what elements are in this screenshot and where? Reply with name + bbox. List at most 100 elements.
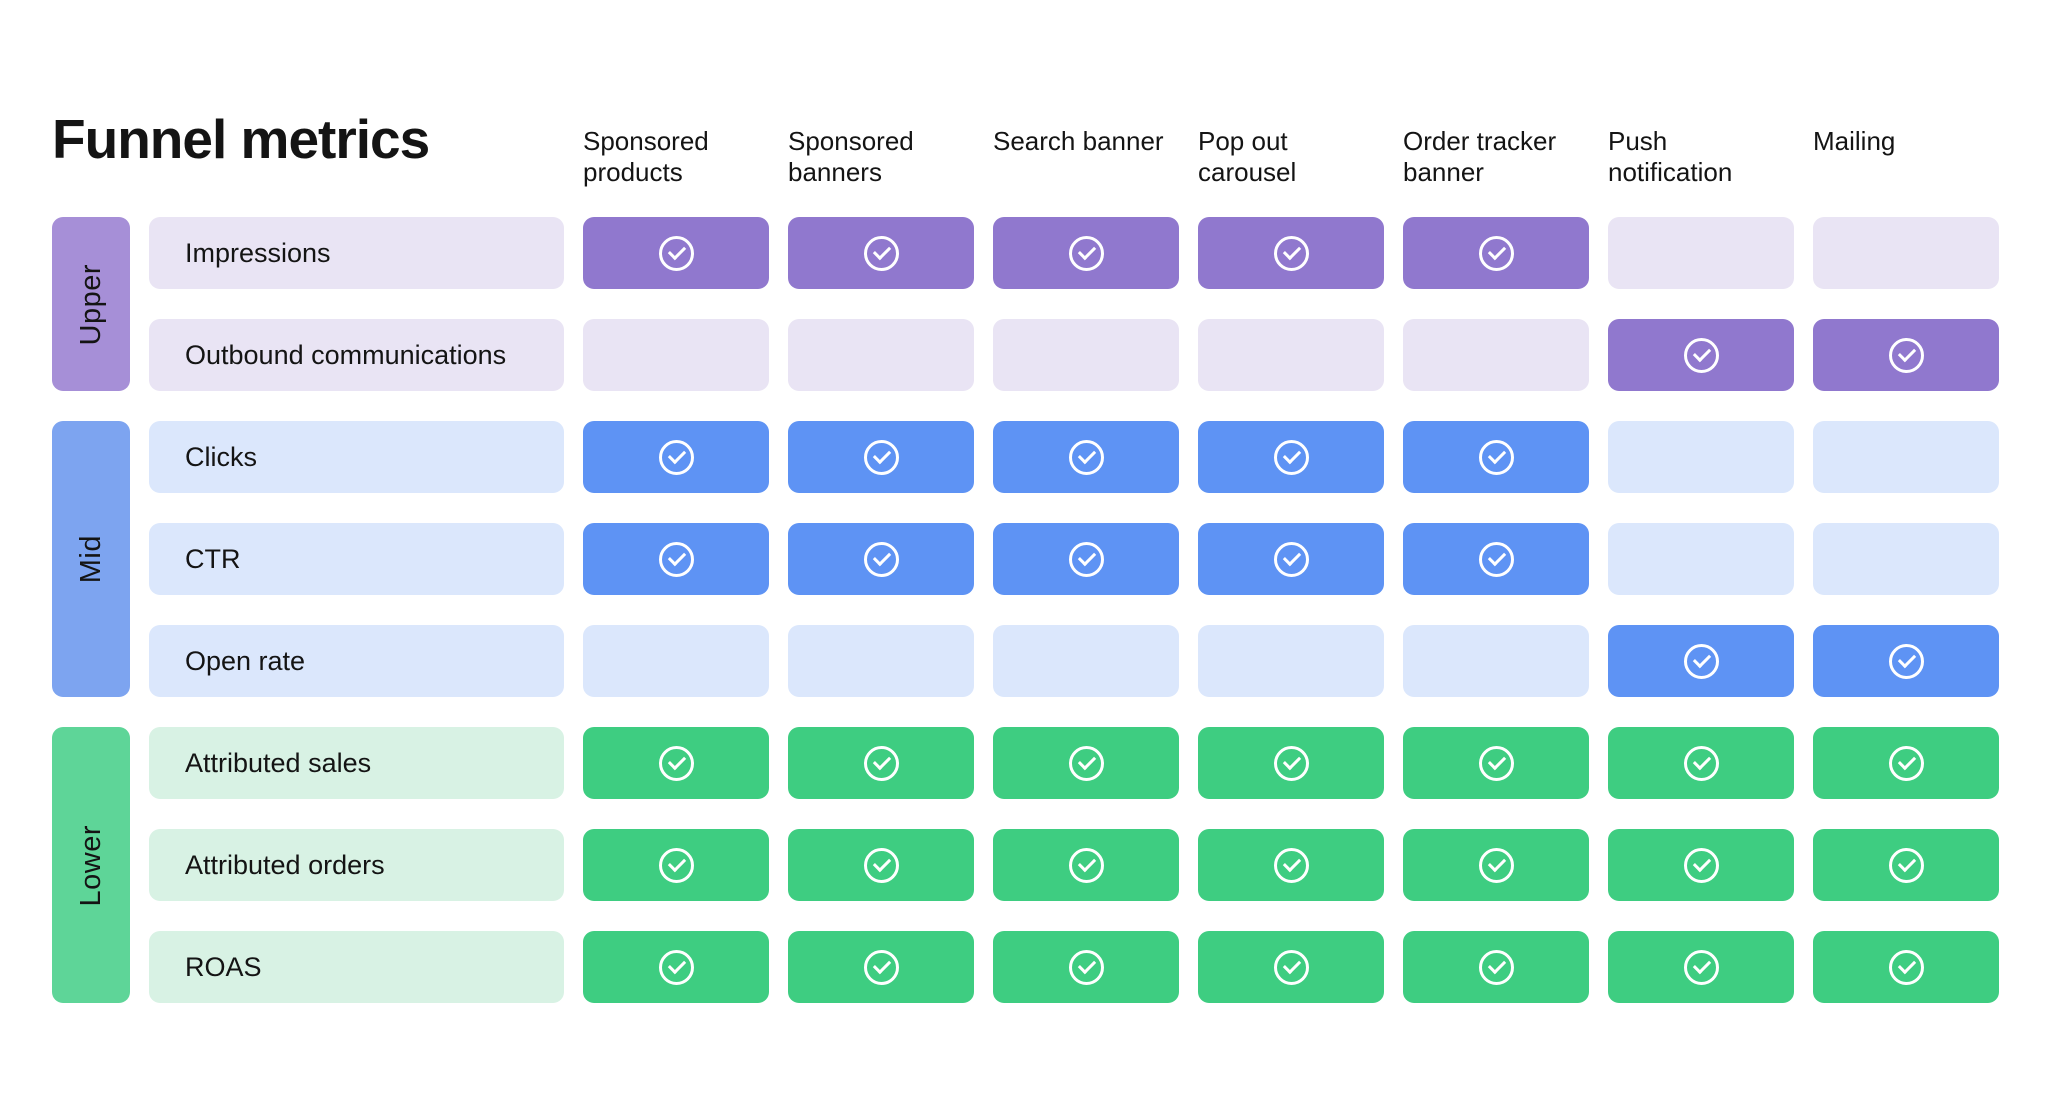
- column-header-mailing: Mailing: [1813, 126, 1896, 156]
- table-row-impressions: Impressions: [149, 217, 2000, 290]
- matrix-cell: [993, 523, 1179, 596]
- matrix-cell: [993, 829, 1179, 902]
- matrix-cell: [788, 319, 974, 392]
- check-circle-icon: [863, 847, 899, 883]
- matrix-cell: [1608, 727, 1794, 800]
- check-circle-icon: [1273, 541, 1309, 577]
- table-row-ctr: CTR: [149, 523, 2000, 596]
- check-circle-icon: [863, 439, 899, 475]
- group-mid: Mid Clicks CTR: [52, 421, 2000, 698]
- matrix-cell: [993, 931, 1179, 1004]
- check-circle-icon: [658, 541, 694, 577]
- matrix-cell: [583, 319, 769, 392]
- check-circle-icon: [658, 439, 694, 475]
- matrix-cell: [788, 421, 974, 494]
- group-label-upper: Upper: [52, 217, 130, 392]
- matrix-cell: [1813, 625, 1999, 698]
- matrix-cell: [1813, 319, 1999, 392]
- matrix-cell: [1813, 727, 1999, 800]
- matrix-cell: [1403, 829, 1589, 902]
- check-circle-icon: [1888, 949, 1924, 985]
- check-circle-icon: [1068, 949, 1104, 985]
- column-header-push-notification: Push notification: [1608, 126, 1733, 188]
- check-circle-icon: [658, 235, 694, 271]
- matrix-cell: [1608, 421, 1794, 494]
- matrix-cell: [993, 319, 1179, 392]
- column-header-sponsored-banners: Sponsored banners: [788, 126, 914, 188]
- metric-label: Attributed sales: [149, 727, 564, 800]
- metric-label: CTR: [149, 523, 564, 596]
- matrix-cell: [1198, 931, 1384, 1004]
- matrix-cell: [1608, 523, 1794, 596]
- matrix-cell: [583, 523, 769, 596]
- matrix-cell: [1813, 931, 1999, 1004]
- check-circle-icon: [1273, 949, 1309, 985]
- matrix-cell: [1198, 421, 1384, 494]
- matrix-cell: [788, 829, 974, 902]
- check-circle-icon: [658, 745, 694, 781]
- table-row-outbound-communications: Outbound communications: [149, 319, 2000, 392]
- matrix-cell: [1813, 523, 1999, 596]
- check-circle-icon: [863, 745, 899, 781]
- check-circle-icon: [1683, 745, 1719, 781]
- check-circle-icon: [1068, 235, 1104, 271]
- metric-label: Open rate: [149, 625, 564, 698]
- matrix-cell: [1403, 727, 1589, 800]
- group-upper: Upper Impressions Outbound communication…: [52, 217, 2000, 392]
- matrix-cell: [1403, 625, 1589, 698]
- matrix-cell: [993, 727, 1179, 800]
- check-circle-icon: [658, 847, 694, 883]
- check-circle-icon: [658, 949, 694, 985]
- group-label-lower: Lower: [52, 727, 130, 1004]
- matrix-cell: [1608, 319, 1794, 392]
- matrix-cell: [1608, 829, 1794, 902]
- matrix-cell: [583, 727, 769, 800]
- check-circle-icon: [1068, 847, 1104, 883]
- matrix-cell: [993, 421, 1179, 494]
- table-row-attributed-sales: Attributed sales: [149, 727, 2000, 800]
- column-header-pop-out-carousel: Pop out carousel: [1198, 126, 1297, 188]
- matrix-cell: [1403, 931, 1589, 1004]
- group-label-mid: Mid: [52, 421, 130, 698]
- matrix-cell: [1198, 829, 1384, 902]
- check-circle-icon: [1068, 439, 1104, 475]
- check-circle-icon: [1273, 745, 1309, 781]
- check-circle-icon: [1273, 439, 1309, 475]
- column-header-search-banner: Search banner: [993, 126, 1164, 156]
- check-circle-icon: [863, 235, 899, 271]
- metric-label: Attributed orders: [149, 829, 564, 902]
- matrix-cell: [1403, 523, 1589, 596]
- group-lower: Lower Attributed sales Attributed orders: [52, 727, 2000, 1004]
- matrix-cell: [788, 523, 974, 596]
- matrix-cell: [788, 931, 974, 1004]
- check-circle-icon: [1888, 745, 1924, 781]
- check-circle-icon: [1683, 949, 1719, 985]
- check-circle-icon: [1888, 643, 1924, 679]
- matrix-cell: [1198, 727, 1384, 800]
- matrix-cell: [1813, 421, 1999, 494]
- matrix-cell: [788, 625, 974, 698]
- matrix-cell: [583, 625, 769, 698]
- matrix-cell: [788, 727, 974, 800]
- check-circle-icon: [1478, 745, 1514, 781]
- check-circle-icon: [1478, 949, 1514, 985]
- group-label-text: Mid: [74, 535, 107, 584]
- matrix-cell: [993, 217, 1179, 290]
- header-row: Funnel metrics Sponsored products Sponso…: [52, 112, 2000, 188]
- check-circle-icon: [1478, 439, 1514, 475]
- matrix-cell: [1608, 625, 1794, 698]
- matrix-cell: [1198, 625, 1384, 698]
- page-title: Funnel metrics: [52, 108, 430, 170]
- table-row-attributed-orders: Attributed orders: [149, 829, 2000, 902]
- check-circle-icon: [1478, 235, 1514, 271]
- matrix-cell: [1403, 421, 1589, 494]
- check-circle-icon: [863, 949, 899, 985]
- matrix-cell: [1198, 319, 1384, 392]
- matrix-cell: [1198, 217, 1384, 290]
- check-circle-icon: [1273, 235, 1309, 271]
- check-circle-icon: [1273, 847, 1309, 883]
- metric-label: Impressions: [149, 217, 564, 290]
- matrix-cell: [583, 421, 769, 494]
- column-header-sponsored-products: Sponsored products: [583, 126, 709, 188]
- matrix-cell: [1403, 319, 1589, 392]
